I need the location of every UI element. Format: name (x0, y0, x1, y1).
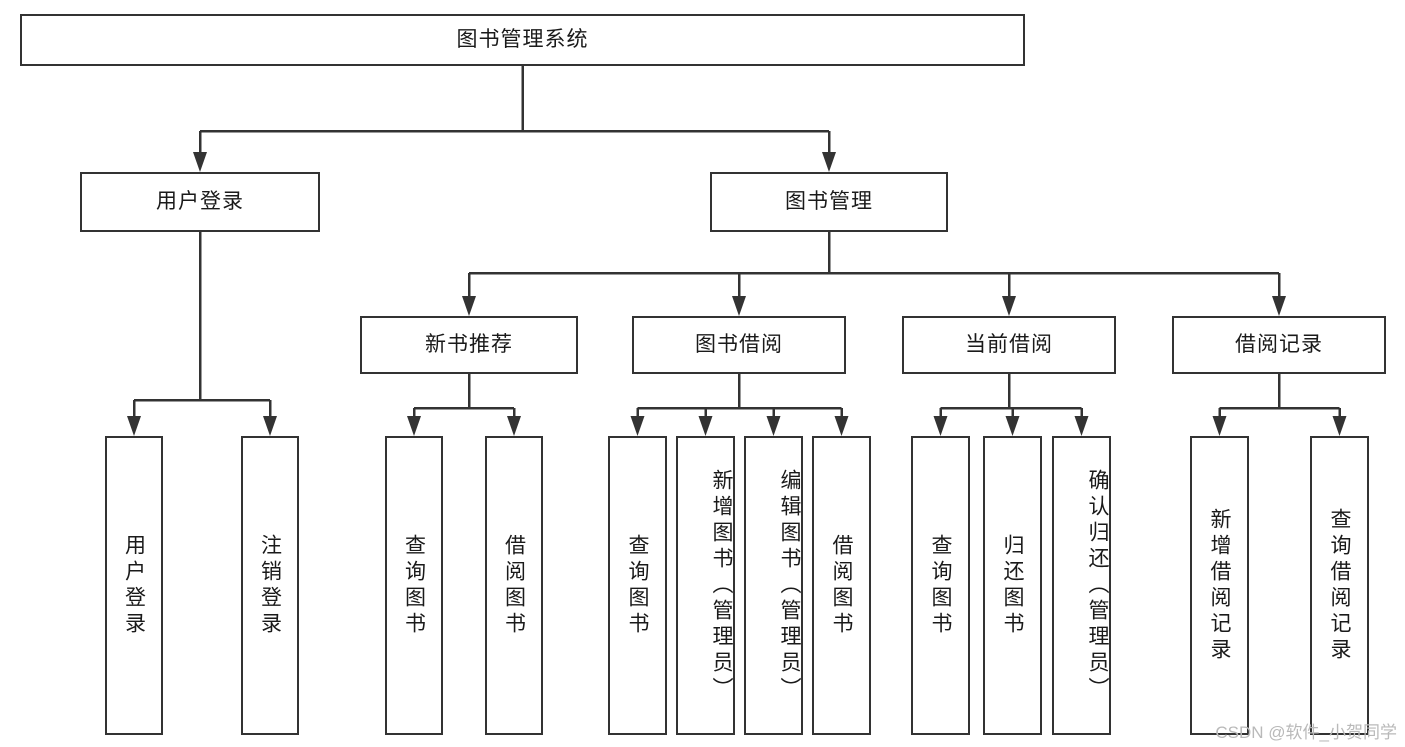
node-root-system[interactable]: 图书管理系统 (20, 14, 1025, 66)
node-label: 用户登录 (122, 533, 146, 638)
node-label: 新增图书（管理员） (710, 468, 733, 703)
leaf-borrow-borrow-book[interactable]: 借阅图书 (812, 436, 871, 735)
node-new-book-recommend[interactable]: 新书推荐 (360, 316, 578, 374)
node-book-borrow[interactable]: 图书借阅 (632, 316, 846, 374)
leaf-current-query-book[interactable]: 查询图书 (911, 436, 970, 735)
leaf-newbook-query-book[interactable]: 查询图书 (385, 436, 443, 735)
watermark-text: CSDN @软件_小贺同学 (1215, 723, 1397, 742)
node-label: 借阅记录 (1235, 333, 1323, 357)
leaf-current-return-book[interactable]: 归还图书 (983, 436, 1042, 735)
node-label: 图书管理系统 (456, 28, 589, 52)
node-label: 确认归还（管理员） (1086, 468, 1109, 703)
node-label: 查询借阅记录 (1328, 507, 1352, 664)
node-current-borrow[interactable]: 当前借阅 (902, 316, 1116, 374)
leaf-borrow-edit-book-admin[interactable]: 编辑图书（管理员） (744, 436, 803, 735)
node-label: 当前借阅 (965, 333, 1053, 357)
node-label: 借阅图书 (830, 533, 854, 638)
node-label: 查询图书 (402, 533, 426, 638)
leaf-records-query-record[interactable]: 查询借阅记录 (1310, 436, 1369, 735)
node-borrow-records[interactable]: 借阅记录 (1172, 316, 1386, 374)
node-label: 查询图书 (626, 533, 650, 638)
node-label: 归还图书 (1001, 533, 1025, 638)
node-label: 查询图书 (929, 533, 953, 638)
node-book-management[interactable]: 图书管理 (710, 172, 948, 232)
leaf-newbook-borrow-book[interactable]: 借阅图书 (485, 436, 543, 735)
node-label: 图书管理 (785, 190, 873, 214)
node-label: 图书借阅 (695, 333, 783, 357)
leaf-user-login[interactable]: 用户登录 (105, 436, 163, 735)
leaf-records-add-record[interactable]: 新增借阅记录 (1190, 436, 1249, 735)
leaf-current-confirm-return-admin[interactable]: 确认归还（管理员） (1052, 436, 1111, 735)
node-label: 用户登录 (156, 190, 244, 214)
leaf-borrow-add-book-admin[interactable]: 新增图书（管理员） (676, 436, 735, 735)
node-label: 新增借阅记录 (1208, 507, 1232, 664)
node-label: 编辑图书（管理员） (778, 468, 801, 703)
node-label: 注销登录 (258, 533, 282, 638)
node-label: 借阅图书 (502, 533, 526, 638)
leaf-user-logout[interactable]: 注销登录 (241, 436, 299, 735)
node-label: 新书推荐 (425, 333, 513, 357)
node-user-login[interactable]: 用户登录 (80, 172, 320, 232)
leaf-borrow-query-book[interactable]: 查询图书 (608, 436, 667, 735)
